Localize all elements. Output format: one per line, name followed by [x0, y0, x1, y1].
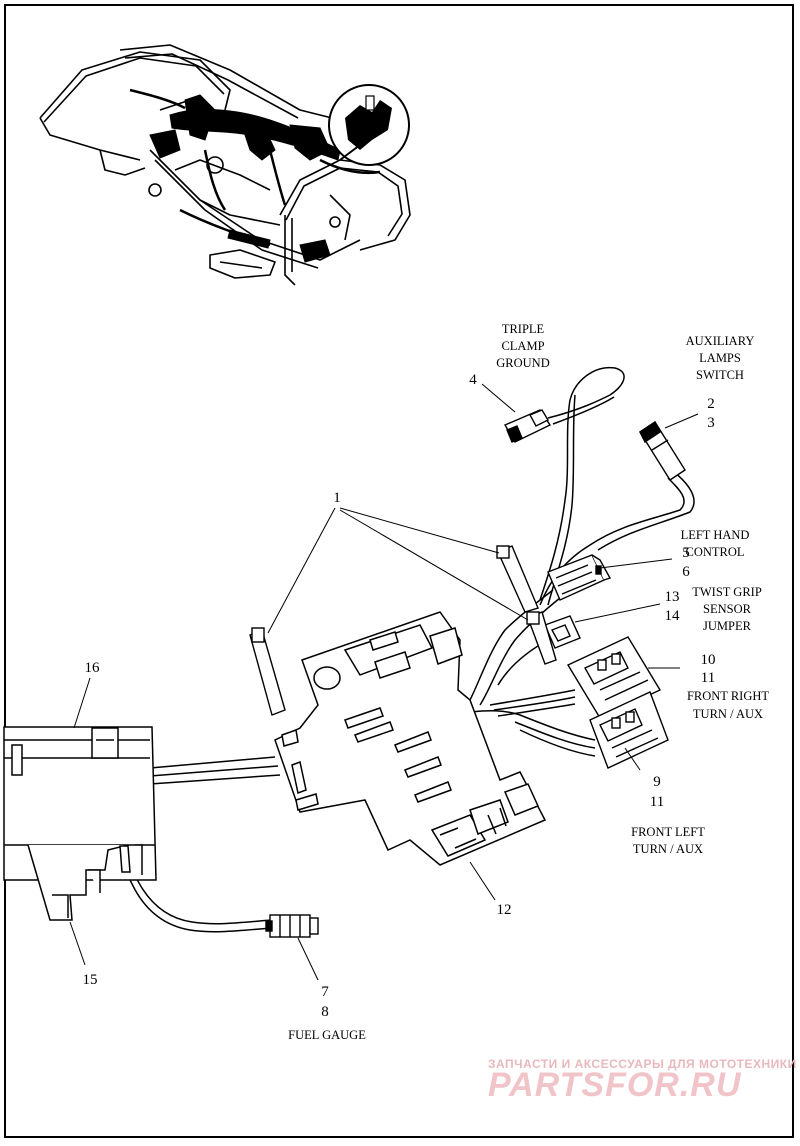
watermark: ЗАПЧАСТИ И АКСЕССУАРЫ ДЛЯ МОТОТЕХНИКИ PA…: [488, 1057, 797, 1104]
callout-3: 3: [707, 415, 715, 431]
callout-9: 9: [653, 774, 661, 790]
label-aux-line-3: SWITCH: [696, 368, 744, 382]
callout-2: 2: [707, 396, 715, 412]
handlebar-switch-housing: [3, 726, 157, 921]
connector-front-left-turn: [589, 691, 669, 769]
label-tgs-line-1: TWIST GRIP: [692, 585, 762, 599]
harness-overview-lines: [129, 88, 381, 247]
watermark-logo-text: PARTSFOR.RU: [488, 1066, 742, 1104]
callout-15: 15: [83, 972, 98, 988]
label-aux-line-1: AUXILIARY: [686, 334, 755, 348]
callout-4: 4: [469, 372, 477, 388]
callout-14: 14: [665, 608, 681, 624]
watermark-tagline: ЗАПЧАСТИ И АКСЕССУАРЫ ДЛЯ МОТОТЕХНИКИ: [488, 1057, 797, 1071]
callout-8: 8: [321, 1004, 329, 1020]
label-tgs-line-2: SENSOR: [703, 602, 752, 616]
mounting-bracket: [274, 611, 547, 866]
label-flt-line-1: FRONT LEFT: [631, 825, 705, 839]
callout-13: 13: [665, 589, 680, 605]
harness-overview: [149, 94, 341, 263]
callout-numbers: 1 2 3 4 5 6 7 8 9 10 11 11 12 13 14 15 1…: [83, 372, 716, 1020]
harness-wires: [127, 366, 695, 933]
detail-magnifier-circle: [328, 84, 410, 166]
label-lhc-line-2: CONTROL: [685, 545, 744, 559]
callout-5: 5: [682, 545, 690, 561]
label-lhc-line-1: LEFT HAND: [681, 528, 750, 542]
callout-6: 6: [682, 564, 690, 580]
label-tgs-line-3: JUMPER: [703, 619, 752, 633]
connector-fuel-gauge: [265, 914, 319, 938]
callout-7: 7: [321, 984, 329, 1000]
label-triple-line-3: GROUND: [496, 356, 549, 370]
callout-16: 16: [85, 660, 101, 676]
connector-triple-clamp-ground: [503, 409, 552, 443]
cable-strap: [249, 545, 557, 716]
label-auxiliary-lamps-switch: AUXILIARY LAMPS SWITCH: [686, 334, 755, 382]
connector-aux-lamps-switch: [639, 420, 686, 481]
label-twist-grip-sensor-jumper: TWIST GRIP SENSOR JUMPER: [692, 585, 762, 633]
label-left-hand-control: LEFT HAND CONTROL: [681, 528, 750, 559]
label-triple-line-1: TRIPLE: [502, 322, 545, 336]
label-frt-line-1: FRONT RIGHT: [687, 689, 769, 703]
diagram-frame: [4, 4, 794, 1138]
label-triple-clamp-ground: TRIPLE CLAMP GROUND: [496, 322, 549, 370]
callout-11-left: 11: [650, 794, 664, 810]
label-front-right-turn-aux: FRONT RIGHT TURN / AUX: [687, 689, 769, 721]
connector-twist-grip-sensor: [544, 615, 581, 649]
label-aux-line-2: LAMPS: [699, 351, 741, 365]
leader-lines: [69, 383, 699, 981]
label-flt-line-2: TURN / AUX: [633, 842, 703, 856]
callout-11-right: 11: [701, 670, 715, 686]
label-front-left-turn-aux: FRONT LEFT TURN / AUX: [631, 825, 705, 856]
label-fuel-gauge: FUEL GAUGE: [288, 1028, 366, 1042]
label-fuel-gauge-text: FUEL GAUGE: [288, 1028, 366, 1042]
callout-10: 10: [701, 652, 716, 668]
callout-1: 1: [333, 490, 341, 506]
label-triple-line-2: CLAMP: [501, 339, 544, 353]
label-frt-line-2: TURN / AUX: [693, 707, 763, 721]
motorcycle-frame-overview: [39, 44, 411, 286]
connector-left-hand-control: [547, 554, 612, 601]
callout-12: 12: [497, 902, 512, 918]
